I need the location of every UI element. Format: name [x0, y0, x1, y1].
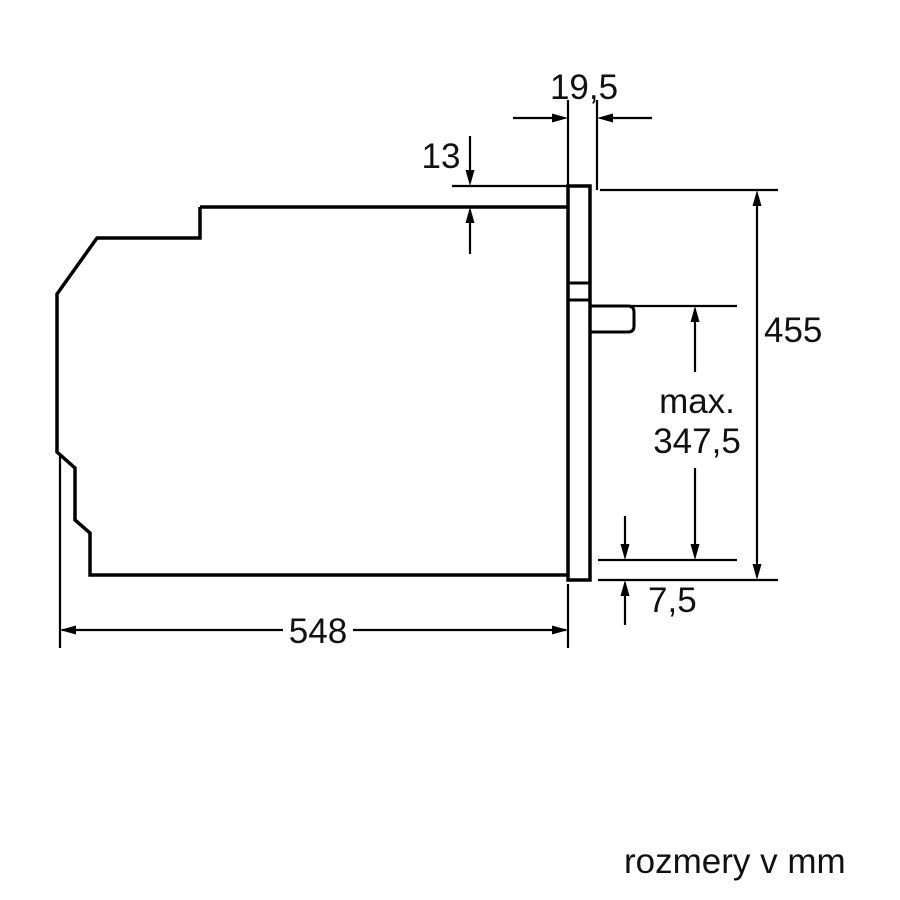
dim-label-frame-depth: 19,5: [550, 68, 618, 107]
dim-label-max-value: 347,5: [653, 422, 741, 461]
dim-13-arrow-up: [465, 207, 475, 223]
dim-19-5-arrow-right: [552, 113, 568, 123]
dim-max-arrow-bottom: [690, 544, 700, 560]
units-note: rozmery v mm: [624, 842, 846, 881]
oven-front-frame: [566, 184, 592, 582]
body-left-contour: [55, 207, 568, 577]
dimension-lines: [60, 113, 762, 635]
dim-548-arrow-left: [60, 625, 76, 635]
dim-13-arrow-down: [465, 170, 475, 186]
dim-19-5-arrow-left: [597, 113, 613, 123]
dim-max-arrow-top: [690, 306, 700, 322]
dim-455-arrow-bottom: [752, 564, 762, 580]
dim-label-top-offset: 13: [422, 137, 461, 176]
knob-outline: [590, 304, 636, 334]
dim-label-bottom-offset: 7,5: [648, 581, 697, 620]
oven-body-outline: [55, 205, 568, 577]
dim-7-5-arrow-up: [620, 580, 630, 596]
dim-548-arrow-right: [552, 625, 568, 635]
extension-lines: [58, 100, 778, 648]
dim-label-front-height: 455: [764, 311, 822, 350]
dim-7-5-arrow-down: [620, 544, 630, 560]
dim-label-max-prefix: max.: [659, 382, 735, 421]
control-knob: [590, 304, 636, 334]
dim-label-body-depth: 548: [289, 612, 347, 651]
dim-455-arrow-top: [752, 190, 762, 206]
front-frame-rect: [566, 184, 592, 582]
